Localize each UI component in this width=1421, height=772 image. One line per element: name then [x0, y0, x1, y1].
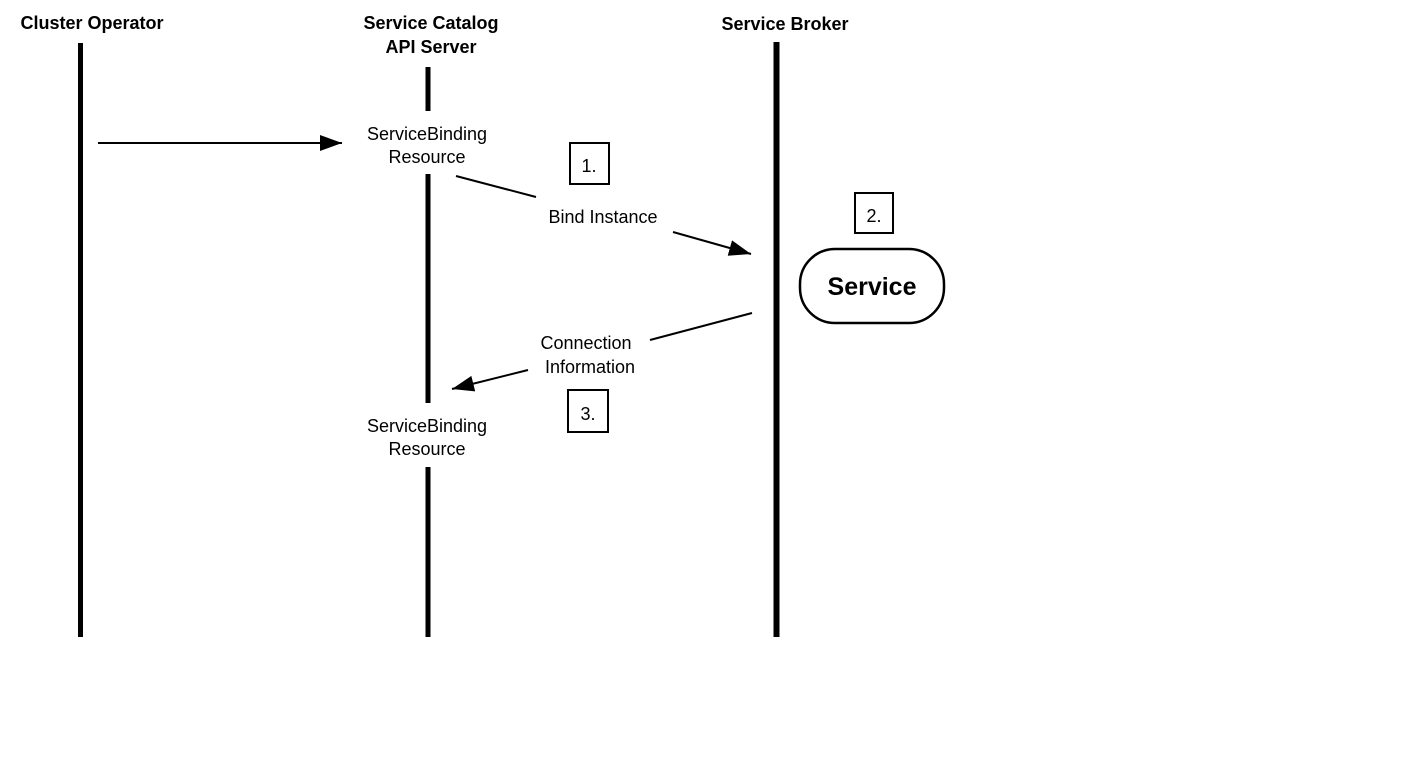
- label-servicebinding-resource-2-line2: Resource: [388, 439, 465, 459]
- connector-broker-to-connection-info: [649, 312, 753, 341]
- label-servicebinding-resource-2-line1: ServiceBinding: [367, 416, 487, 436]
- label-servicebinding-resource-1-line1: ServiceBinding: [367, 124, 487, 144]
- step-1-box: [569, 142, 610, 185]
- step-2-number: 2.: [866, 206, 881, 226]
- step-1-number: 1.: [581, 156, 596, 176]
- label-bind-instance: Bind Instance: [548, 207, 657, 227]
- actor-title-api-server-line1: Service Catalog: [363, 13, 498, 33]
- connector-binding-to-bind-instance: [455, 175, 537, 198]
- label-connection-information-line1: Connection: [540, 333, 631, 353]
- actor-title-service-broker: Service Broker: [721, 14, 848, 34]
- label-servicebinding-resource-1-line2: Resource: [388, 147, 465, 167]
- service-node-shape: [798, 247, 946, 325]
- step-3-number: 3.: [580, 404, 595, 424]
- step-2-box: [854, 192, 894, 234]
- arrow-connection-information: [451, 369, 529, 392]
- label-connection-information-line2: Information: [545, 357, 635, 377]
- arrow-bind-instance: [672, 231, 752, 256]
- actor-title-cluster-operator: Cluster Operator: [20, 13, 163, 33]
- step-3-box: [567, 389, 609, 433]
- actor-title-api-server-line2: API Server: [385, 37, 476, 57]
- service-node-label: Service: [828, 273, 917, 301]
